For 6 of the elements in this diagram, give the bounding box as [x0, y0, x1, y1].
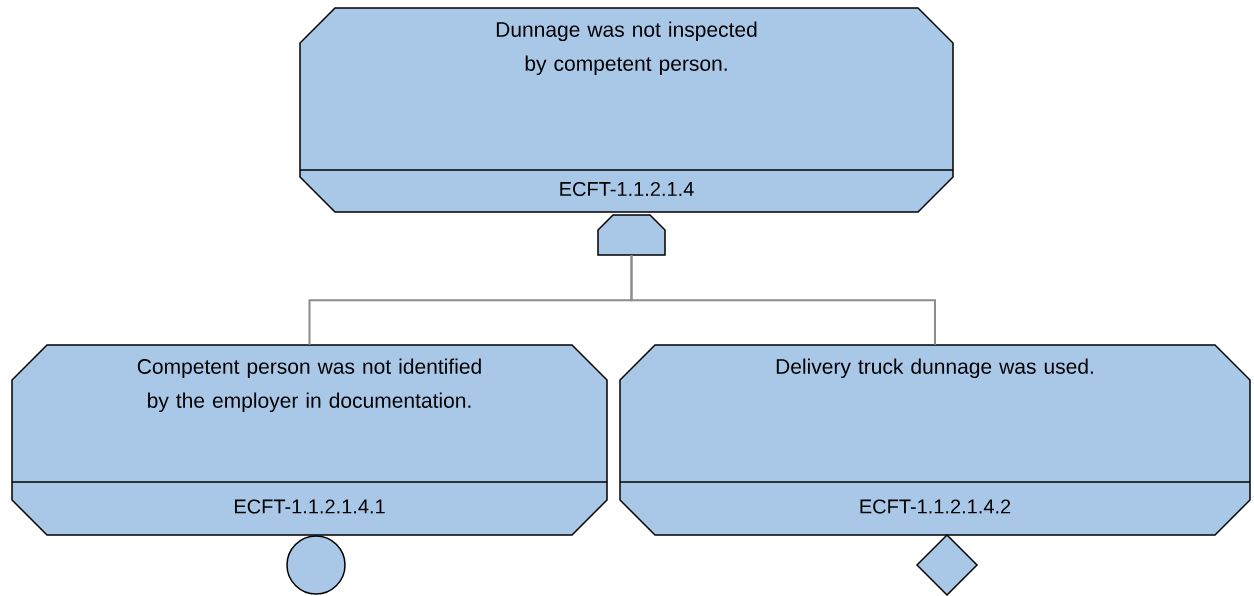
event-box: Delivery truck dunnage was used. ECFT-1.1.2.1.4.2: [619, 344, 1251, 536]
event-box: Dunnage was not inspected by competent person. ECFT-1.1.2.1.4: [299, 7, 954, 213]
gate-symbol: [597, 214, 666, 256]
connector-line: [630, 254, 936, 346]
event-box: Competent person was not identified by the employer in documentation. ECFT-1.1.2.1.4.1: [11, 344, 608, 536]
basic-event-circle: [286, 535, 346, 595]
